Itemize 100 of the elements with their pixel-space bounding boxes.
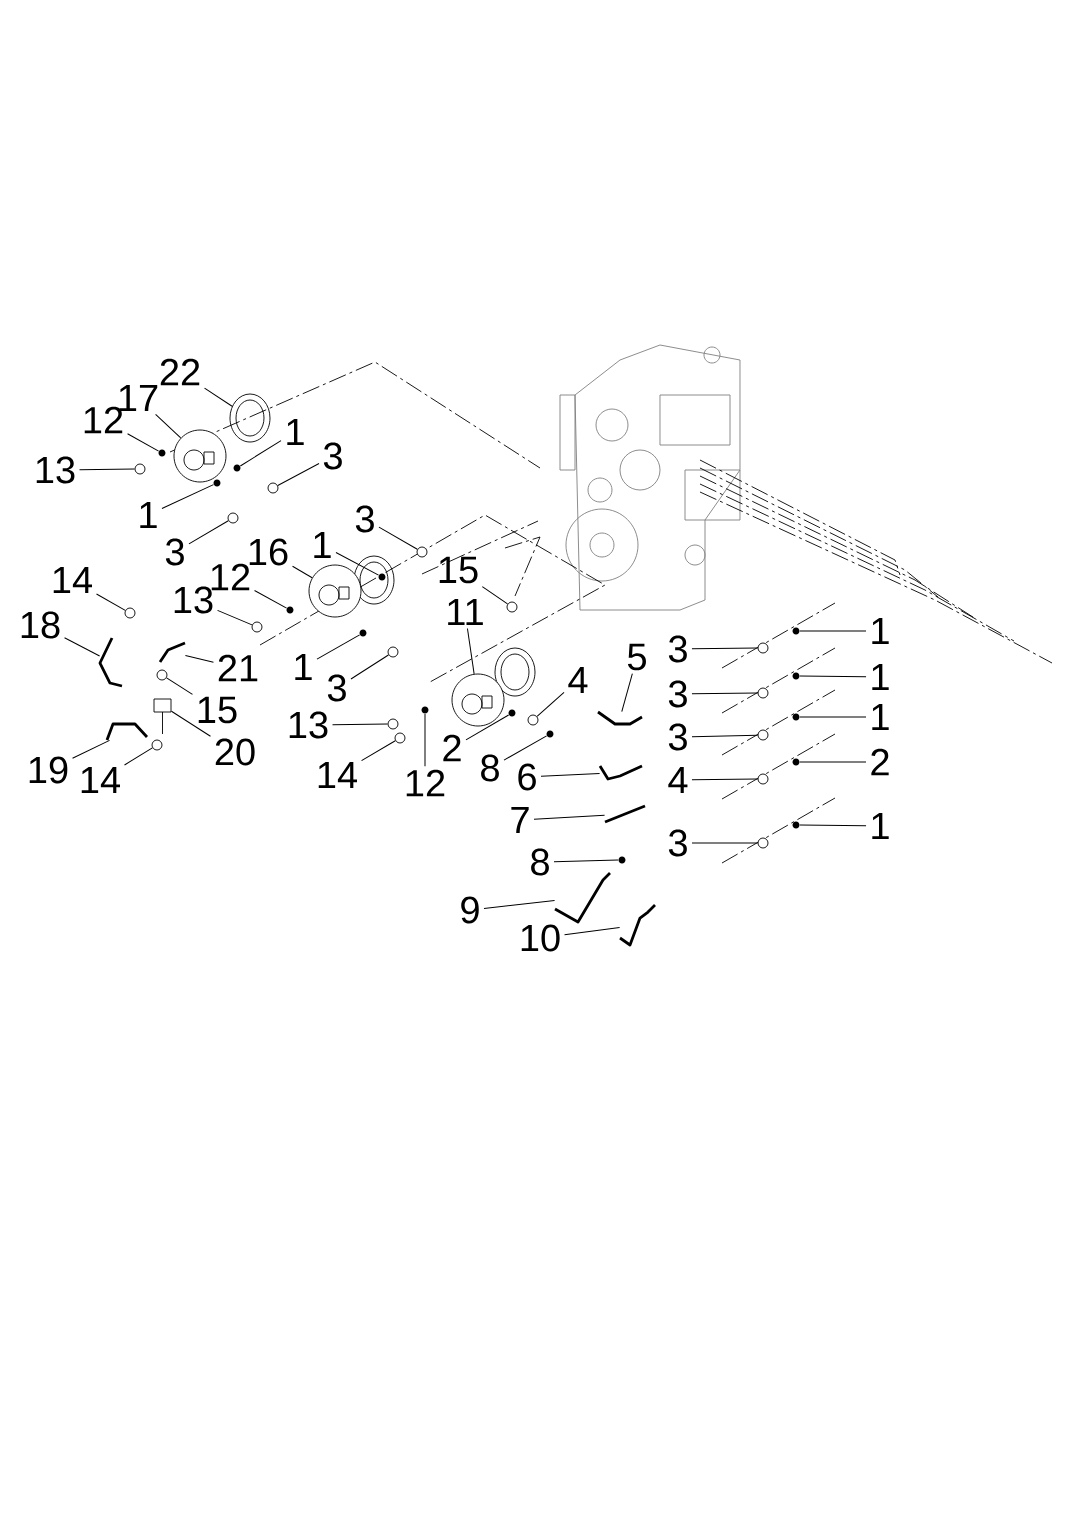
- leader-line: [239, 440, 282, 467]
- fitting: [757, 773, 769, 785]
- callout-number: 20: [215, 738, 255, 766]
- callout-number: 1: [872, 703, 889, 731]
- washer: [359, 629, 367, 637]
- pump-drawing: [308, 564, 362, 618]
- leader-line: [188, 520, 229, 545]
- leader-line: [799, 630, 867, 632]
- leader-line: [540, 773, 601, 777]
- callout-number: 22: [160, 358, 200, 386]
- washer: [792, 713, 800, 721]
- leader-line: [536, 691, 565, 717]
- callout-number: 1: [314, 531, 331, 559]
- leader-line: [72, 739, 111, 759]
- pipe-drawing: [598, 764, 643, 781]
- washer: [792, 821, 800, 829]
- fitting: [757, 642, 769, 654]
- leader-line: [170, 710, 211, 737]
- leader-line: [335, 551, 380, 576]
- callout-number: 1: [295, 653, 312, 681]
- leader-line: [691, 647, 759, 650]
- leader-line: [166, 677, 193, 695]
- callout-number: 11: [448, 598, 483, 626]
- callout-number: 14: [81, 766, 120, 794]
- callout-number: 3: [668, 680, 687, 708]
- washer: [158, 449, 166, 457]
- callout-number: 3: [668, 723, 687, 751]
- washer: [792, 672, 800, 680]
- leader-line: [254, 590, 288, 609]
- pump-drawing: [451, 673, 505, 727]
- leader-line: [691, 842, 759, 844]
- leader-line: [799, 716, 867, 718]
- callout-number: 3: [668, 635, 687, 663]
- fitting: [387, 718, 399, 730]
- leader-line: [691, 778, 759, 781]
- washer: [508, 709, 516, 717]
- callout-number: 13: [174, 586, 213, 614]
- leader-line: [127, 433, 160, 452]
- pipe-drawing: [98, 637, 123, 688]
- leader-line: [691, 692, 759, 695]
- callout-number: 13: [36, 456, 75, 484]
- washer: [421, 706, 429, 714]
- pipe-drawing: [158, 641, 186, 663]
- leader-line: [503, 735, 548, 761]
- callout-number: 13: [289, 711, 328, 739]
- callout-number: 1: [872, 663, 889, 691]
- pipe-drawing: [105, 722, 149, 741]
- fitting: [387, 646, 399, 658]
- leader-line: [799, 761, 867, 763]
- fitting: [156, 669, 168, 681]
- callout-number: 1: [872, 617, 889, 645]
- fitting: [416, 546, 428, 558]
- callout-number: 19: [29, 756, 68, 784]
- fitting: [251, 621, 263, 633]
- leader-line: [161, 484, 214, 510]
- leader-line: [465, 714, 510, 741]
- callout-number: 2: [871, 748, 889, 776]
- leader-line: [184, 655, 214, 663]
- leader-line: [483, 900, 556, 909]
- fitting: [757, 687, 769, 699]
- leader-line: [564, 926, 621, 936]
- washer: [378, 573, 386, 581]
- pipe-drawing: [604, 804, 646, 824]
- fitting: [506, 601, 518, 613]
- callout-number: 12: [211, 563, 250, 591]
- pipe-drawing: [619, 904, 656, 947]
- leader-line: [124, 747, 153, 766]
- leader-line: [799, 675, 867, 678]
- leader-line: [217, 609, 253, 626]
- fitting: [527, 714, 539, 726]
- fitting: [267, 482, 279, 494]
- washer: [286, 606, 294, 614]
- leader-line: [799, 824, 867, 827]
- callout-number: 8: [531, 848, 549, 876]
- leader-line: [553, 859, 619, 863]
- callout-number: 3: [355, 505, 374, 533]
- fitting: [151, 739, 163, 751]
- callout-number: 3: [668, 829, 687, 857]
- fitting: [124, 607, 136, 619]
- callout-number: 5: [627, 643, 646, 671]
- callout-number: 8: [481, 754, 499, 782]
- callout-number: 18: [21, 611, 60, 639]
- pipe-drawing: [597, 710, 643, 726]
- gasket-drawing: [229, 393, 271, 443]
- callout-number: 16: [249, 538, 288, 566]
- callout-number: 10: [521, 924, 560, 952]
- callout-number: 15: [439, 556, 478, 584]
- callout-number: 9: [461, 896, 479, 924]
- callout-number: 14: [318, 761, 357, 789]
- leader-line: [64, 637, 101, 657]
- callout-number: 1: [140, 501, 157, 529]
- washer: [618, 856, 626, 864]
- washer: [213, 479, 221, 487]
- pump-drawing: [173, 429, 227, 483]
- leader-line: [155, 414, 182, 439]
- callout-number: 15: [198, 696, 237, 724]
- leader-line: [316, 634, 361, 660]
- fitting: [227, 512, 239, 524]
- leader-line: [361, 740, 396, 762]
- leader-line: [79, 468, 136, 471]
